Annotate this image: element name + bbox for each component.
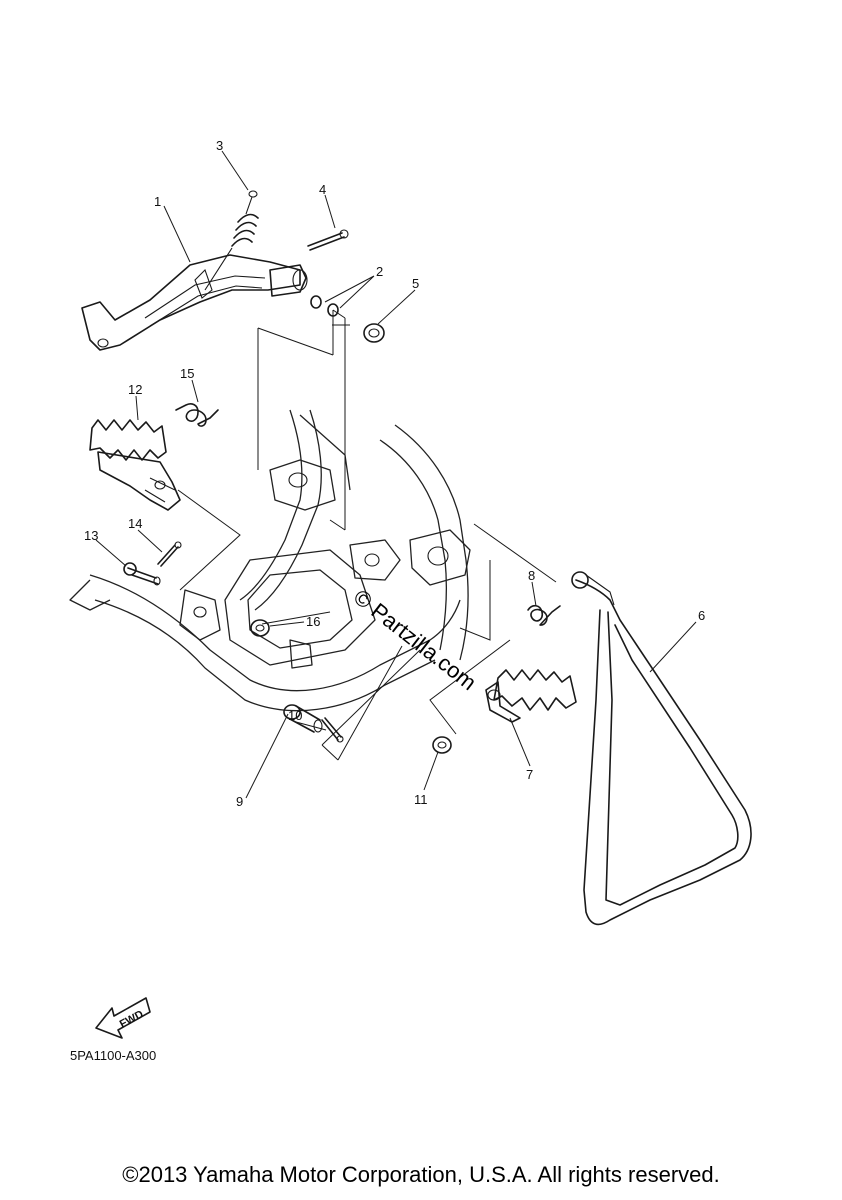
footrest-left bbox=[89, 419, 181, 511]
callout-9: 9 bbox=[236, 794, 243, 809]
cotter-pin-10 bbox=[321, 717, 344, 743]
washer-11 bbox=[432, 736, 452, 754]
frame-structure bbox=[69, 409, 471, 712]
cotter-pin bbox=[307, 229, 349, 251]
callout-10: 10 bbox=[288, 708, 302, 723]
footrest-spring-left bbox=[175, 403, 219, 427]
cotter-pin-14 bbox=[157, 541, 182, 567]
brake-spring bbox=[204, 190, 259, 291]
fwd-arrow-icon: FWD bbox=[95, 997, 151, 1039]
callout-labels: 1 2 3 4 5 6 7 8 9 10 11 12 13 14 15 16 bbox=[84, 138, 705, 809]
pin-9 bbox=[283, 704, 323, 733]
brake-pedal bbox=[81, 254, 308, 351]
callout-16: 16 bbox=[306, 614, 320, 629]
o-rings bbox=[310, 295, 339, 317]
side-stand bbox=[571, 571, 752, 926]
callout-5: 5 bbox=[412, 276, 419, 291]
footrest-right bbox=[485, 669, 577, 723]
callout-6: 6 bbox=[698, 608, 705, 623]
callout-8: 8 bbox=[528, 568, 535, 583]
callout-7: 7 bbox=[526, 767, 533, 782]
assembly-lines bbox=[177, 309, 557, 761]
washer-16 bbox=[250, 619, 270, 637]
pin-13 bbox=[123, 562, 161, 586]
callout-12: 12 bbox=[128, 382, 142, 397]
callout-3: 3 bbox=[216, 138, 223, 153]
callout-1: 1 bbox=[154, 194, 161, 209]
footrest-spring-right bbox=[527, 604, 561, 626]
callout-2: 2 bbox=[376, 264, 383, 279]
leader-lines bbox=[95, 150, 697, 799]
callout-13: 13 bbox=[84, 528, 98, 543]
watermark: © Partzilla.com bbox=[349, 584, 481, 695]
callout-11: 11 bbox=[414, 792, 428, 807]
callout-15: 15 bbox=[180, 366, 194, 381]
diagram-code: 5PA1100-A300 bbox=[70, 1048, 156, 1063]
washer-5 bbox=[363, 323, 385, 343]
callout-4: 4 bbox=[319, 182, 326, 197]
copyright-notice: ©2013 Yamaha Motor Corporation, U.S.A. A… bbox=[122, 1162, 720, 1187]
callout-14: 14 bbox=[128, 516, 142, 531]
